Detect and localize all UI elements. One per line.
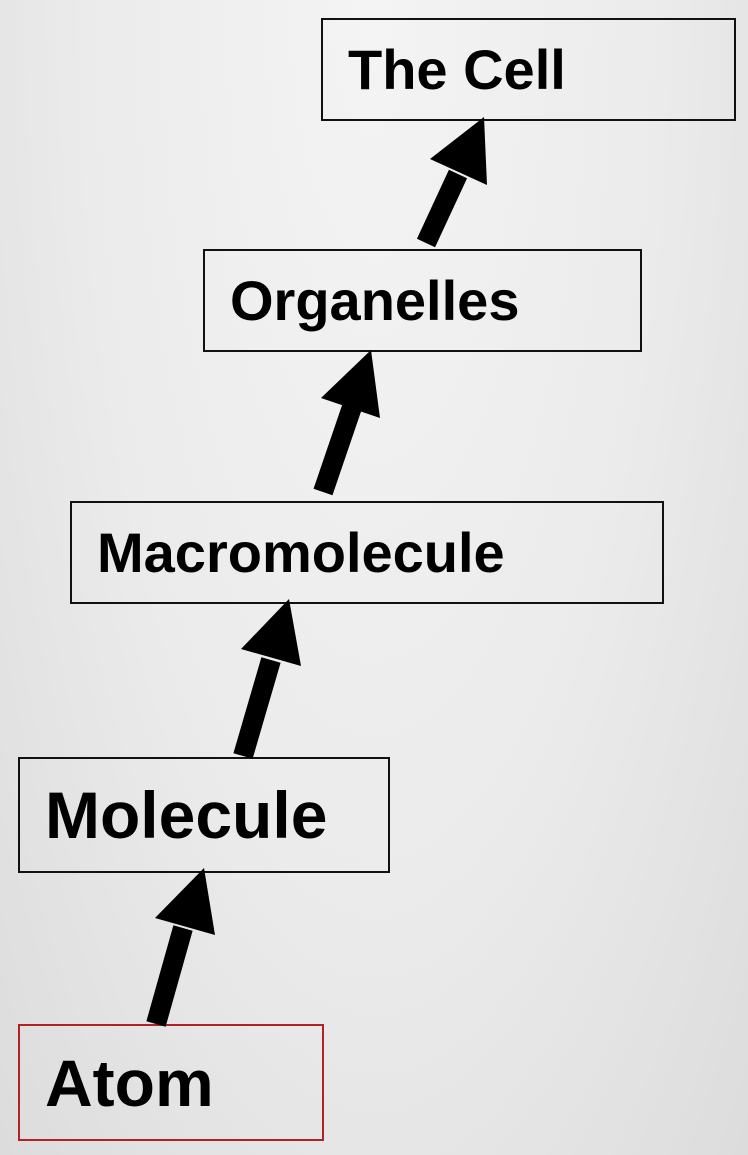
arrow-organelles-to-the-cell xyxy=(416,117,487,248)
arrow-head xyxy=(241,599,301,666)
level-box-atom: Atom xyxy=(18,1024,324,1141)
arrow-shaft xyxy=(233,657,281,759)
arrow-head xyxy=(321,350,380,418)
level-box-the-cell: The Cell xyxy=(321,18,736,121)
level-label-molecule: Molecule xyxy=(45,778,328,852)
arrow-shaft xyxy=(313,403,362,496)
arrow-head xyxy=(430,117,487,185)
level-label-the-cell: The Cell xyxy=(348,38,566,101)
level-box-organelles: Organelles xyxy=(203,249,642,352)
arrow-shaft xyxy=(416,169,468,248)
arrow-atom-to-molecule xyxy=(146,868,215,1027)
arrow-shaft xyxy=(146,925,193,1027)
arrow-molecule-to-macromolecule xyxy=(233,599,301,759)
level-box-macromolecule: Macromolecule xyxy=(70,501,664,604)
level-label-macromolecule: Macromolecule xyxy=(97,521,505,584)
level-label-organelles: Organelles xyxy=(230,269,520,332)
arrow-head xyxy=(155,868,215,935)
level-label-atom: Atom xyxy=(45,1045,214,1120)
arrow-macromolecule-to-organelles xyxy=(313,350,380,496)
